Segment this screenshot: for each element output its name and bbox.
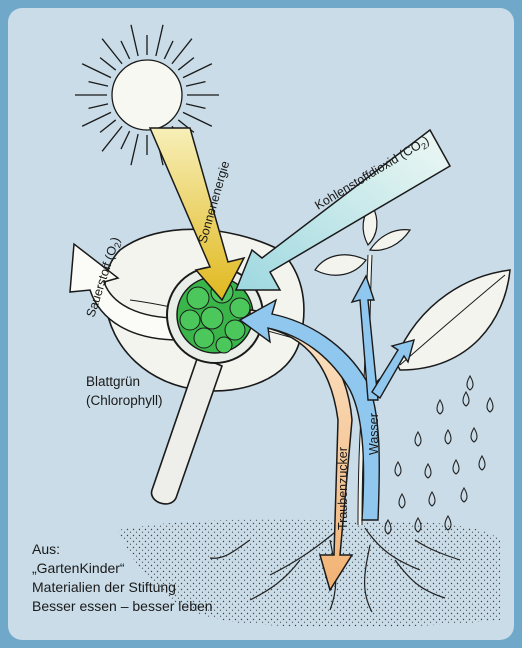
credit-block: Aus: „GartenKinder“ Materialien der Stif…: [32, 540, 213, 616]
sun-ray: [183, 64, 212, 78]
sun-ray: [121, 41, 130, 59]
credit-line-3: Materialien der Stiftung: [32, 578, 213, 597]
rain-icon: [385, 376, 493, 534]
glucose-label: Traubenzucker: [336, 447, 350, 530]
water-arrow: [240, 276, 414, 520]
sun-ray: [172, 39, 192, 64]
sun-ray: [100, 120, 116, 132]
credit-line-1: Aus:: [32, 540, 213, 559]
sun-ray: [102, 39, 122, 64]
sun-ray: [178, 58, 194, 70]
sun-ray: [183, 112, 212, 126]
credit-line-4: Besser essen – besser leben: [32, 597, 213, 616]
sun-ray: [82, 112, 111, 126]
chlorophyll-label: Blattgrün (Chlorophyll): [86, 372, 163, 410]
sun-ray: [131, 134, 138, 165]
sun-ray: [131, 25, 138, 56]
sun-ray: [100, 58, 116, 70]
sun-ray: [89, 82, 108, 86]
sun-ray: [186, 82, 205, 86]
credit-line-2: „GartenKinder“: [32, 559, 213, 578]
water-label: Wasser: [367, 413, 381, 455]
sun-ray: [89, 104, 108, 108]
sun-ray: [186, 104, 205, 108]
sun-ray: [102, 126, 122, 151]
sun-ray: [82, 64, 111, 78]
sun-ray: [164, 41, 173, 59]
sun-icon: [75, 25, 219, 165]
sun-ray: [156, 25, 163, 56]
sun-ray: [121, 131, 130, 149]
